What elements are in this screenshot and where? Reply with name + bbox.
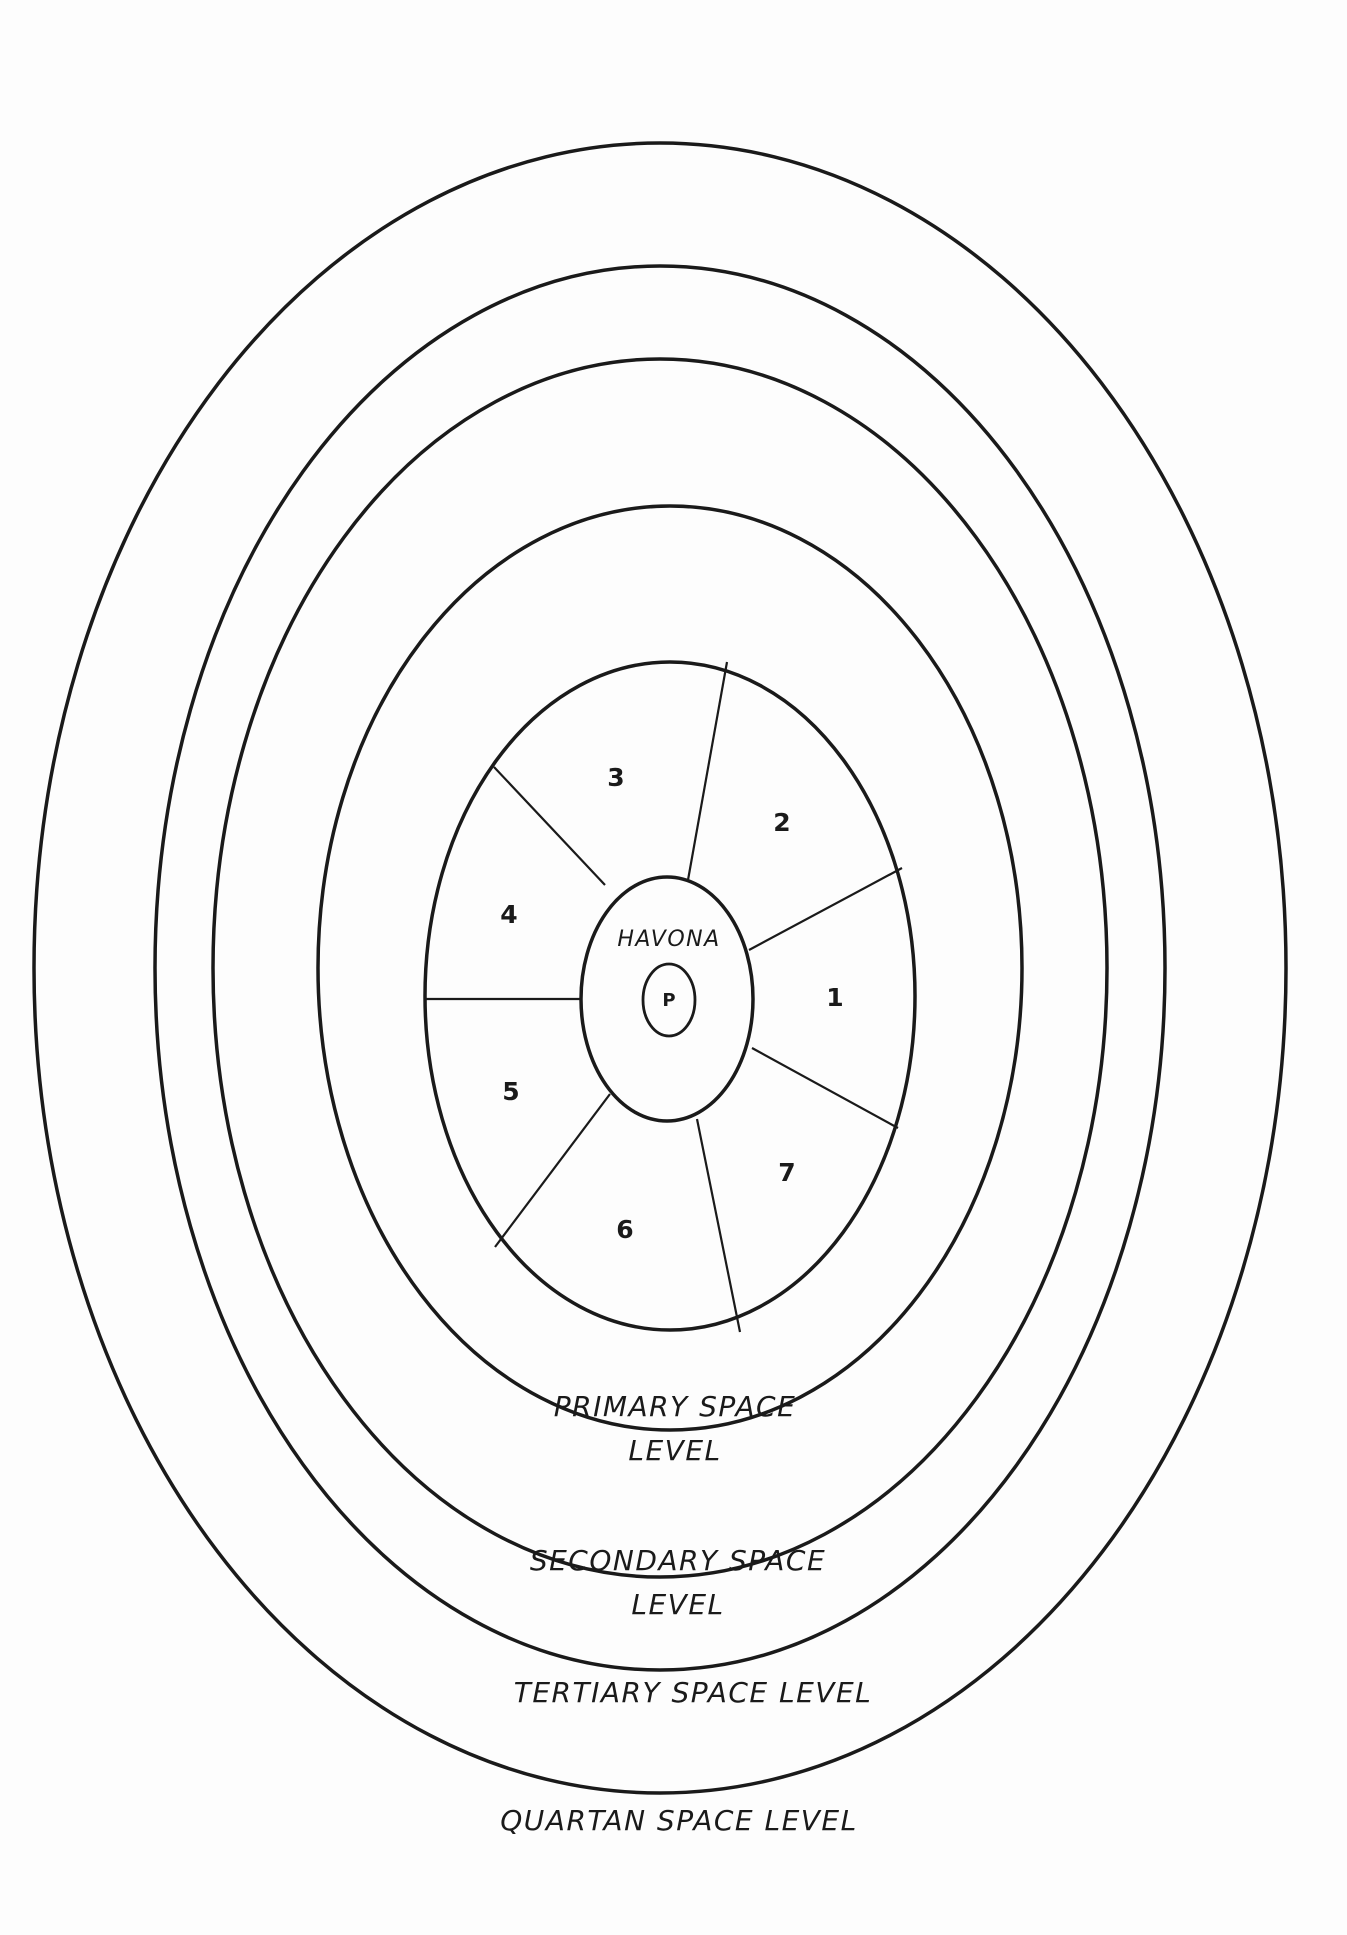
- quartan-level-label: QUARTAN SPACE LEVEL: [500, 1804, 857, 1837]
- paradise-ellipse: [641, 962, 697, 1038]
- primary-level-label-line2: LEVEL: [628, 1434, 721, 1467]
- havona-ellipse: [579, 875, 755, 1123]
- secondary-level-label-line2: LEVEL: [631, 1588, 724, 1621]
- divider-2-3: [686, 661, 729, 881]
- paradise-label: P: [662, 990, 675, 1011]
- divider-1-2: [748, 867, 903, 951]
- superuniverse-label-3: 3: [607, 763, 624, 792]
- superuniverse-label-7: 7: [778, 1158, 795, 1187]
- havona-label: HAVONA: [617, 927, 720, 952]
- divider-3-4: [493, 766, 606, 886]
- tertiary-level-label: TERTIARY SPACE LEVEL: [514, 1676, 873, 1709]
- secondary-level-label-line1: SECONDARY SPACE: [530, 1544, 826, 1577]
- tertiary-space-ring: [153, 264, 1167, 1672]
- primary-space-ring: [316, 504, 1024, 1432]
- secondary-space-ring: [211, 357, 1109, 1579]
- superuniverse-label-6: 6: [616, 1215, 633, 1244]
- superuniverse-label-5: 5: [502, 1077, 519, 1106]
- divider-6-7: [695, 1118, 742, 1333]
- divider-5-6: [494, 1093, 611, 1248]
- superuniverse-label-1: 1: [826, 983, 843, 1012]
- superuniverse-label-2: 2: [773, 808, 790, 837]
- divider-1-7: [751, 1047, 899, 1129]
- superuniverse-ring: [423, 660, 917, 1332]
- superuniverse-label-4: 4: [500, 900, 517, 929]
- primary-level-label-line1: PRIMARY SPACE: [554, 1390, 797, 1423]
- quartan-space-ring: [32, 141, 1288, 1795]
